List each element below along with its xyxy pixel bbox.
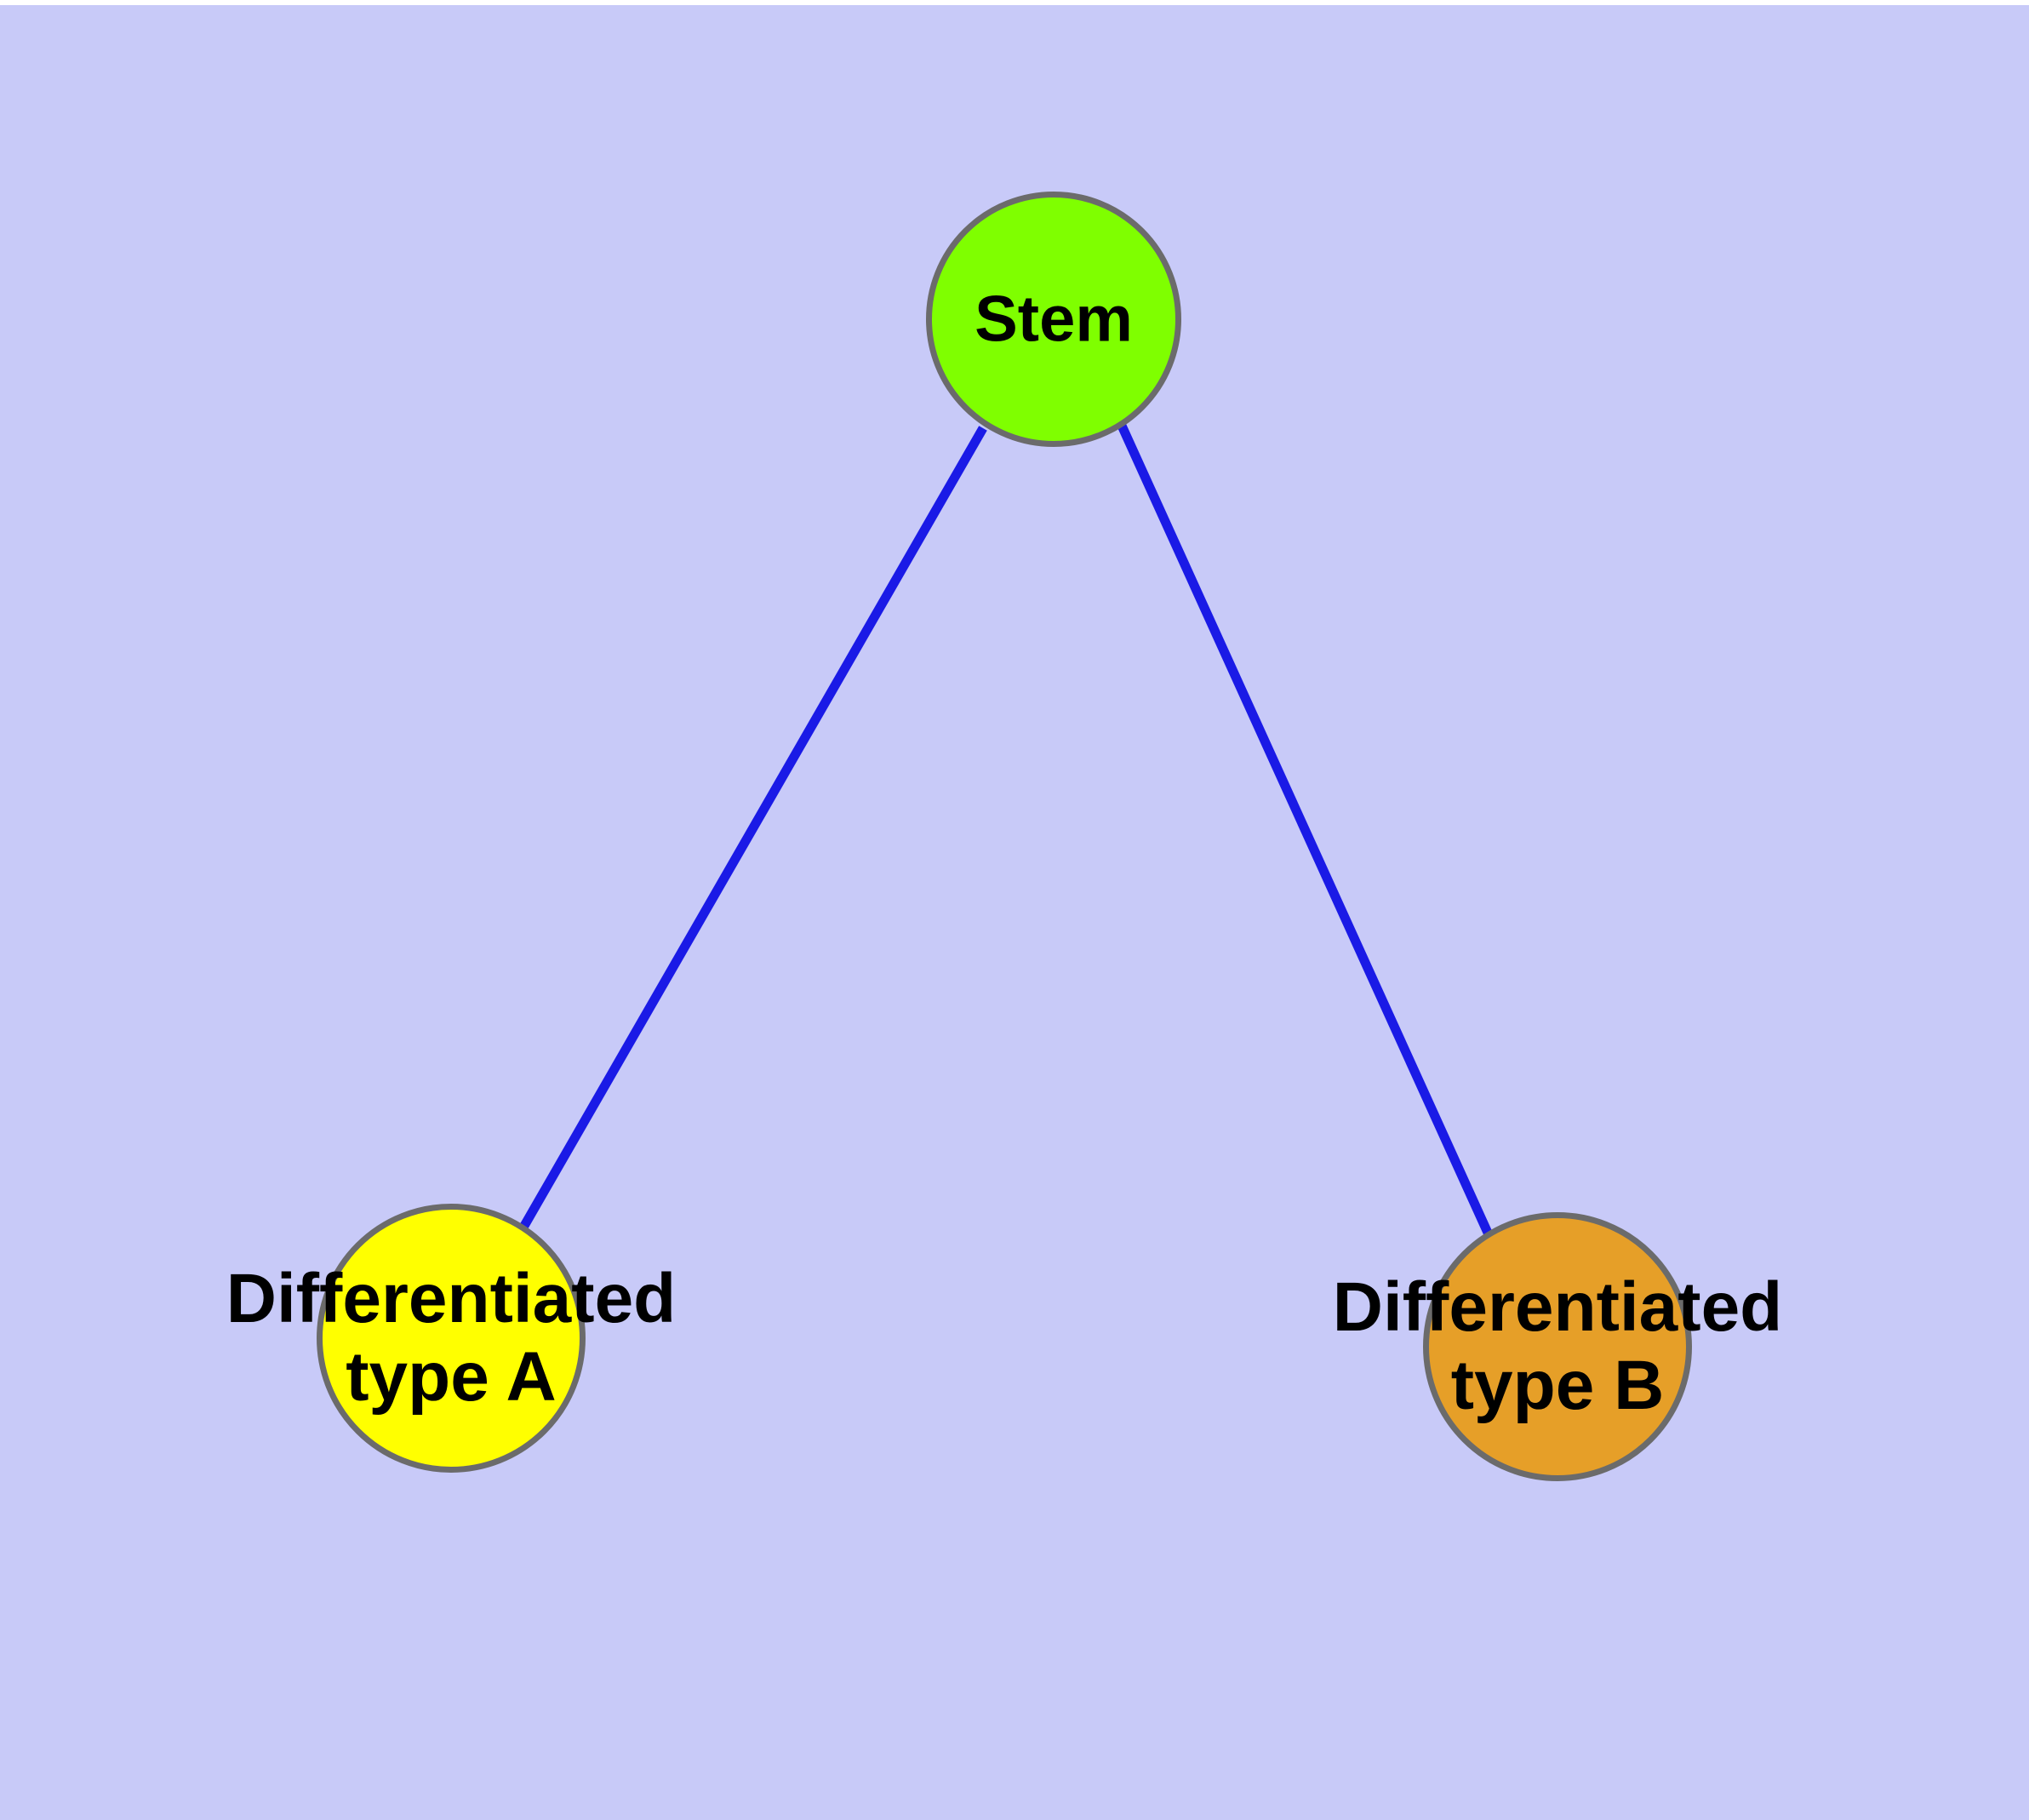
edge-stem-to-diff-b[interactable] xyxy=(1117,423,1493,1235)
node-diff-a[interactable] xyxy=(317,1204,586,1473)
edge-stem-to-diff-a[interactable] xyxy=(520,426,987,1228)
node-stem[interactable] xyxy=(926,192,1181,447)
edge-layer xyxy=(520,423,1493,1235)
node-diff-b[interactable] xyxy=(1423,1212,1692,1481)
node-layer xyxy=(317,192,1692,1481)
